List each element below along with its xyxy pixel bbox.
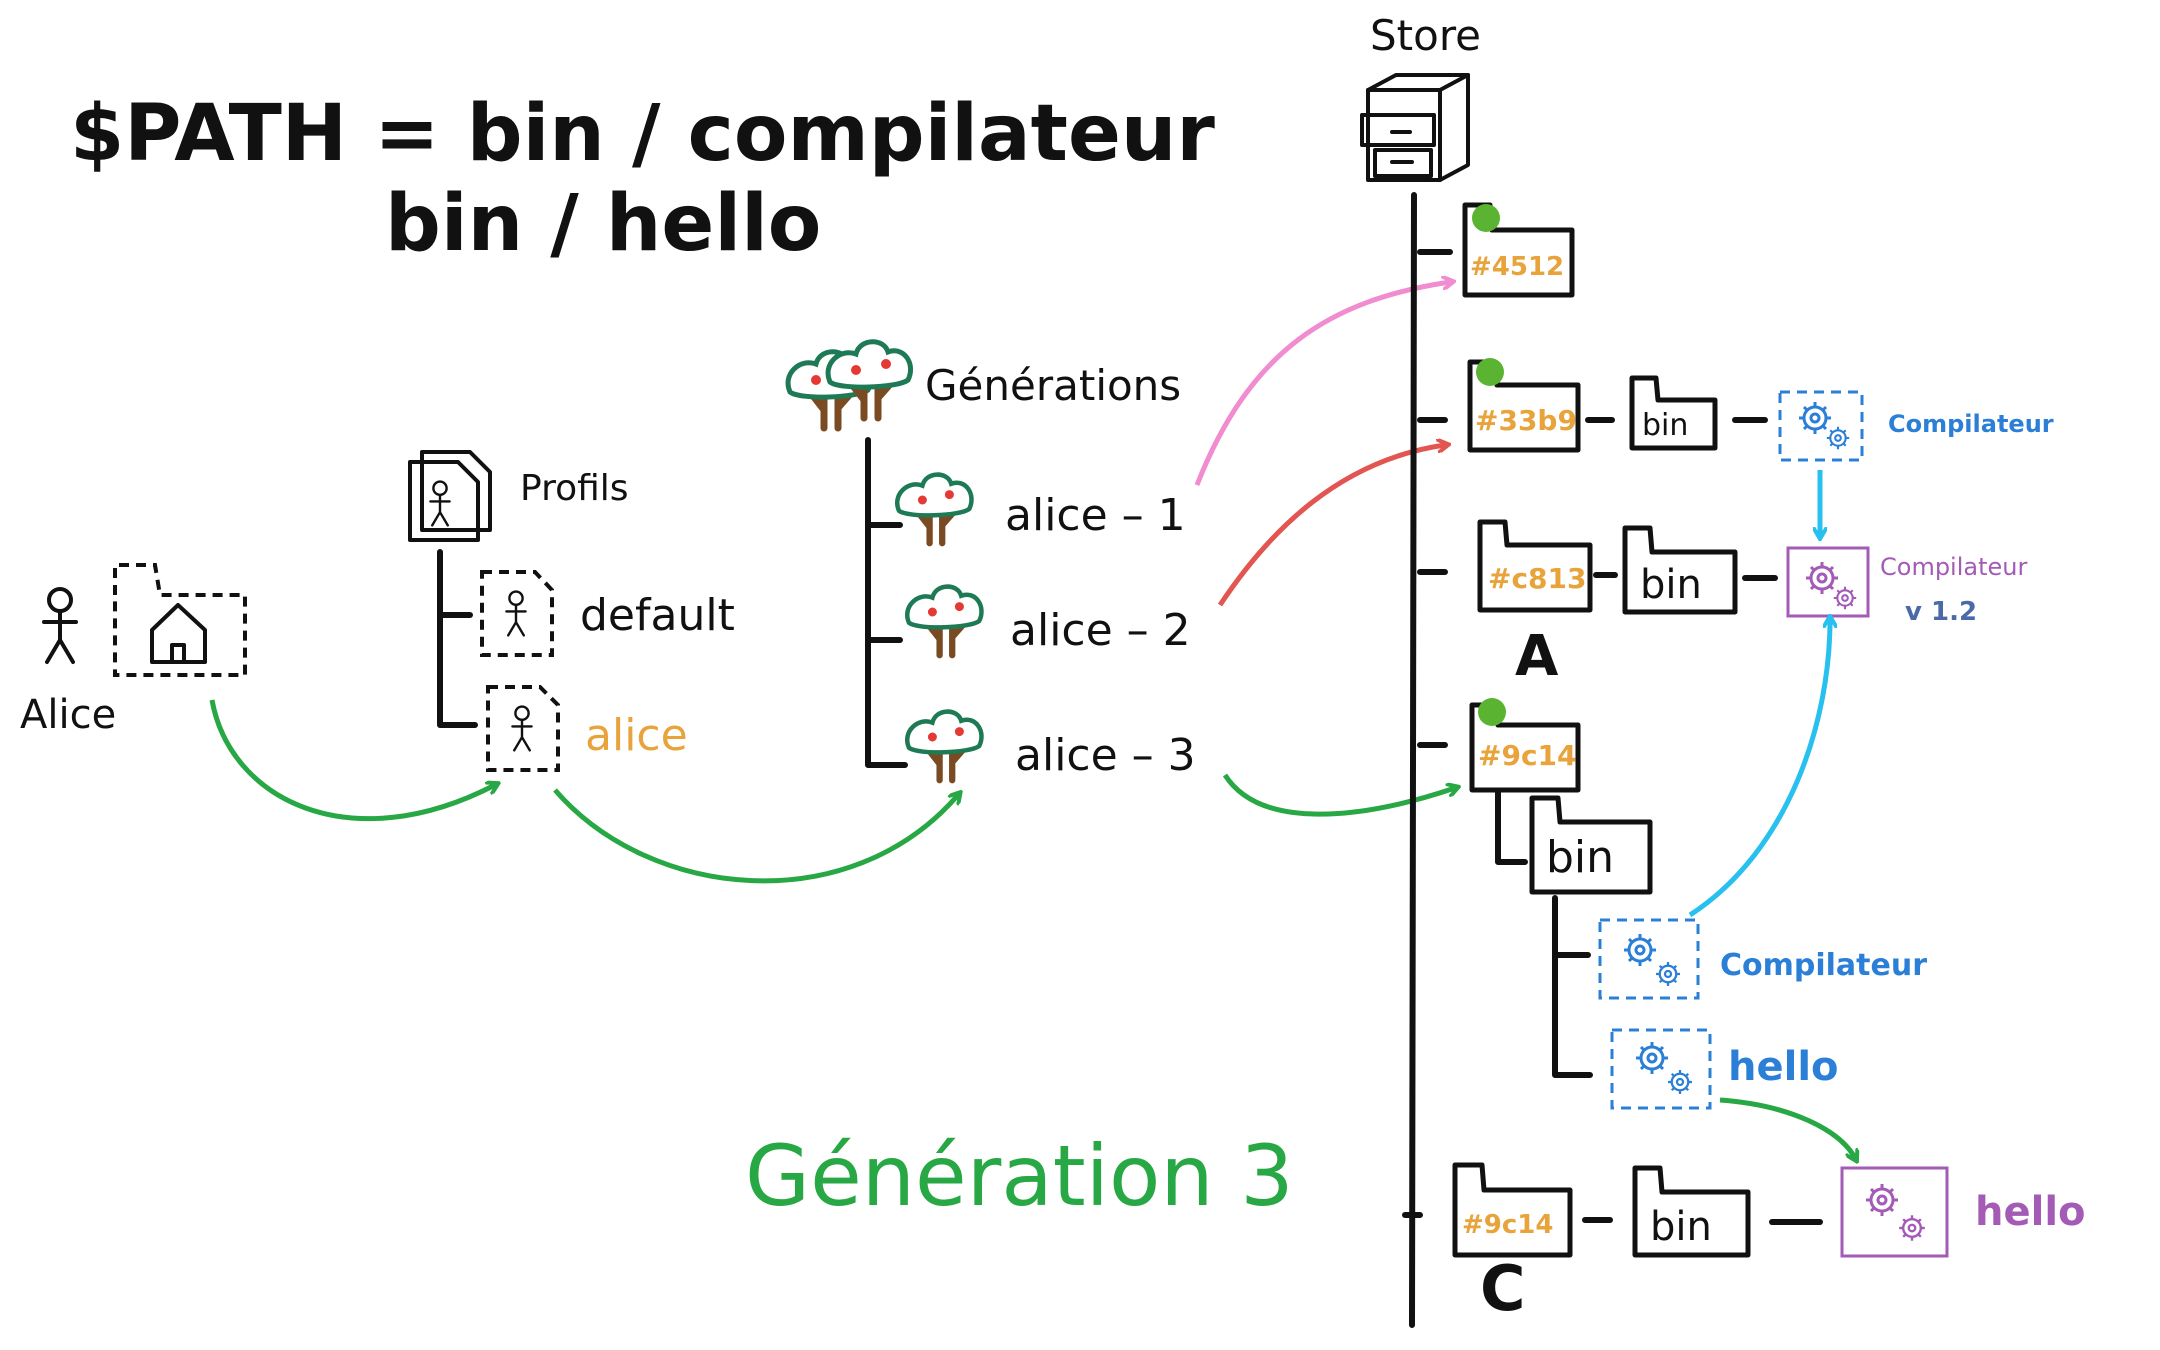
user-name: Alice: [20, 692, 116, 738]
store-subfolder: bin: [1640, 562, 1702, 608]
store-letter: C: [1480, 1252, 1526, 1325]
store-letter: A: [1515, 624, 1559, 689]
store-entry-33b9: #33b9 bin Compilateur: [1467, 358, 2054, 462]
store-entry-4512: #4512: [1462, 202, 1575, 298]
store-program: Compilateur: [1880, 553, 2027, 581]
stick-figure-icon: [42, 587, 78, 664]
store-hash: #33b9: [1475, 404, 1577, 437]
tree-icon: [788, 342, 911, 428]
generation-item-2: alice – 2: [1010, 605, 1191, 656]
store-program-compilateur: Compilateur: [1720, 948, 1927, 983]
home-folder-icon: [113, 563, 247, 677]
profile-default-icon: [480, 570, 554, 657]
generations-group: Générations alice – 1 alice – 2 alice – …: [788, 342, 1196, 781]
path-formula-line1: $PATH = bin / compilateur: [70, 89, 1215, 179]
generation-item-3: alice – 3: [1015, 730, 1196, 781]
path-formula-line2: bin / hello: [385, 179, 821, 269]
arrow-user-to-profile: [209, 699, 495, 822]
store-program: Compilateur: [1888, 410, 2054, 438]
arrow-pink-gen1: [1194, 282, 1450, 486]
path-formula: $PATH = bin / compilateur bin / hello: [70, 89, 1215, 269]
store-hash: #4512: [1470, 252, 1564, 282]
profiles-group: Profils default alice: [408, 450, 735, 772]
generation-item-1: alice – 1: [1005, 490, 1186, 541]
store-hash: #c813: [1488, 562, 1587, 595]
store-subfolder: bin: [1546, 832, 1614, 883]
arrow-green-hello-to-c: [1719, 1097, 1855, 1158]
store-entry-9c14-hello: #9c14 bin hello C: [1452, 1162, 2086, 1325]
tree-icon: [907, 712, 981, 781]
caption-generation-3: Génération 3: [745, 1127, 1294, 1225]
store-program-version: v 1.2: [1905, 597, 1977, 627]
profile-alice-icon: [486, 685, 560, 772]
tree-icon: [897, 475, 971, 544]
store-program: hello: [1975, 1189, 2086, 1235]
store-title: Store: [1370, 11, 1481, 60]
store-subfolder: bin: [1650, 1204, 1712, 1250]
arrow-red-gen2: [1217, 445, 1445, 607]
profiles-title: Profils: [520, 468, 629, 509]
store-vertical-line: [1409, 192, 1417, 1328]
tree-icon: [907, 587, 981, 656]
store-subfolder: bin: [1642, 408, 1688, 443]
arrow-generation3-to-store: [1222, 773, 1455, 817]
user-alice: Alice: [20, 563, 247, 738]
store-group: Store #4512 #33b9 bin: [1360, 11, 2086, 1328]
store-program-hello: hello: [1728, 1044, 1839, 1090]
store-entry-9c14: #9c14 bin Compilateur hello: [1469, 698, 1927, 1110]
store-hash: #9c14: [1478, 739, 1577, 772]
arrow-cyan-9c14-to-c813: [1688, 620, 1830, 918]
store-entry-c813: #c813 bin Compilateur v 1.2 A: [1477, 519, 2027, 689]
generations-title: Générations: [925, 361, 1181, 410]
profile-item-default: default: [580, 590, 735, 641]
store-hash: #9c14: [1462, 1210, 1553, 1240]
profile-item-alice: alice: [585, 710, 688, 761]
profile-document-icon: [408, 450, 492, 542]
filing-cabinet-icon: [1360, 73, 1470, 182]
arrow-profile-to-generation: [553, 788, 958, 884]
